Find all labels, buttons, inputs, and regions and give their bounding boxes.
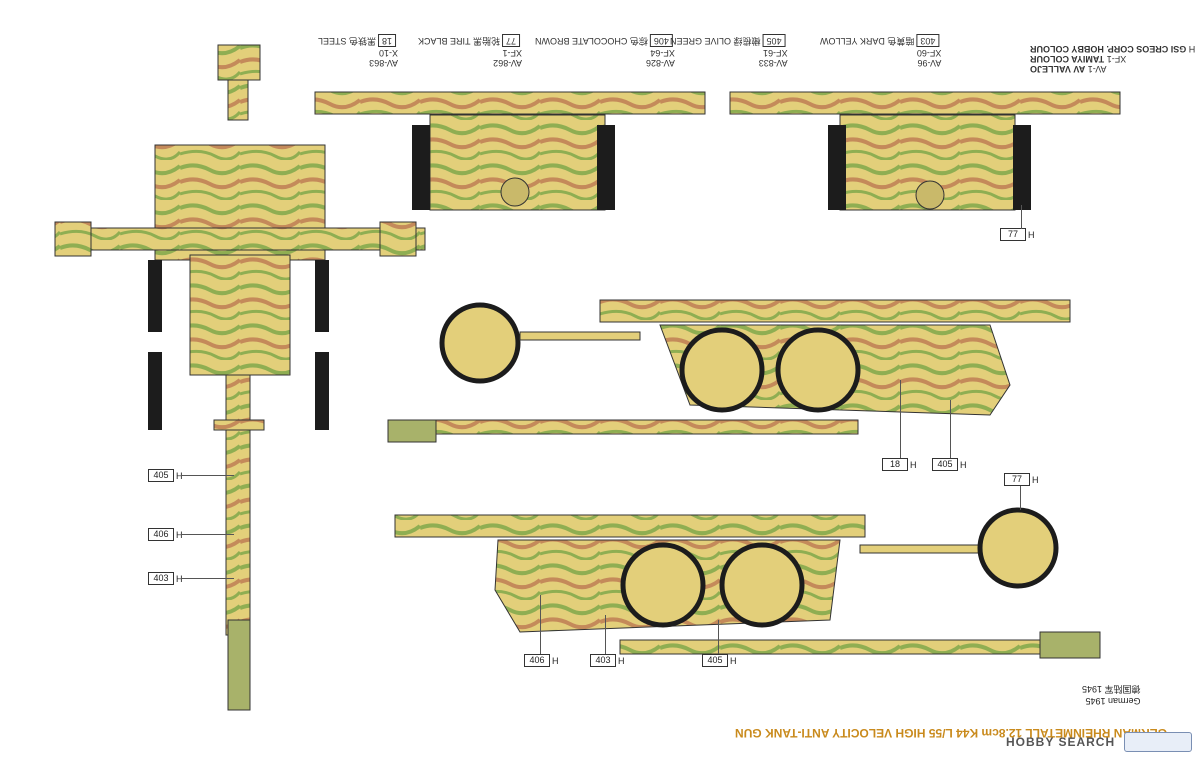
paint-label: 棕色 CHOCOLATE BROWN [535, 36, 648, 46]
xf-code: X-10 [379, 48, 399, 58]
callout-h: H [730, 655, 737, 666]
callout-number: 403 [148, 572, 174, 585]
xf-code: XF-1 [502, 48, 523, 58]
era-subtitle: German 1945 德国陆军 1945 [1082, 683, 1192, 706]
leader-line [605, 615, 606, 654]
callout-number: 77 [1004, 473, 1030, 486]
callout-h: H [960, 459, 967, 470]
brand-legend: AV-1 AV VALLEJO XF-1 TAMIYA COLOUR H GSI… [965, 44, 1195, 74]
callout-number: 77 [1000, 228, 1026, 241]
brand-code: H [1188, 44, 1196, 54]
callout-number: 405 [932, 458, 958, 471]
callout-h: H [1028, 229, 1035, 240]
leader-line [950, 400, 951, 458]
logo-text: HOBBY SEARCH [1006, 735, 1116, 749]
xf-code: XF-60 [916, 48, 942, 58]
callout-h: H [552, 655, 559, 666]
brand-name: TAMIYA COLOUR [1029, 54, 1104, 64]
brand-name: GSI CREOS CORP. HOBBY COLOUR [1029, 44, 1186, 54]
leader-line [182, 578, 234, 579]
av-code: AV-826 [646, 58, 675, 68]
front-view-left-drawing [314, 91, 706, 211]
h-code-box: 405 [762, 34, 786, 47]
leader-line [900, 380, 901, 458]
callout-number: 405 [702, 654, 728, 667]
hobby-search-logo: HOBBY SEARCH [1006, 735, 1115, 749]
paint-entry-77: AV-862 XF-1 77轮胎黑 TIRE BLACK [418, 34, 522, 68]
top-view-drawing [54, 44, 426, 711]
leader-line [540, 595, 541, 654]
paint-entry-18: AV-863 X-10 18黑铁色 STEEL [318, 34, 398, 68]
subtitle-cn: 德国陆军 1945 [1082, 684, 1141, 694]
side-view-lower-drawing [394, 507, 1101, 659]
brand-code: AV-1 [1087, 64, 1107, 74]
leader-line [182, 475, 234, 476]
paint-entry-405: AV-833 XF-61 405橄榄绿 OLIVE GREEN [670, 34, 788, 68]
brand-name: AV VALLEJO [1029, 64, 1085, 74]
callout-number: 406 [524, 654, 550, 667]
subtitle-en: German 1945 [1085, 696, 1141, 706]
av-code: AV-863 [369, 58, 399, 68]
front-view-right-drawing [729, 91, 1121, 211]
callout-h: H [910, 459, 917, 470]
av-code: AV-96 [917, 58, 942, 68]
xf-code: XF-64 [650, 48, 675, 58]
leader-line [1020, 486, 1021, 510]
callout-number: 403 [590, 654, 616, 667]
h-code-box: 403 [916, 34, 940, 47]
leader-line [718, 620, 719, 654]
callout-h: H [176, 573, 183, 584]
xf-code: XF-61 [763, 48, 788, 58]
av-code: AV-833 [758, 58, 788, 68]
side-view-upper-drawing [387, 299, 1071, 443]
logo-badge [1124, 732, 1192, 752]
callout-h: H [176, 529, 183, 540]
h-code-box: 18 [378, 34, 397, 47]
leader-line [1021, 205, 1022, 229]
h-code-box: 406 [649, 34, 673, 47]
h-code-box: 77 [502, 34, 521, 47]
paint-label: 轮胎黑 TIRE BLACK [418, 36, 501, 46]
paint-label: 暗黄色 DARK YELLOW [820, 36, 915, 46]
brand-code: XF-1 [1106, 54, 1126, 64]
callout-number: 405 [148, 469, 174, 482]
callout-number: 18 [882, 458, 908, 471]
callout-number: 406 [148, 528, 174, 541]
paint-entry-406: AV-826 XF-64 406棕色 CHOCOLATE BROWN [535, 34, 675, 68]
av-code: AV-862 [493, 58, 523, 68]
paint-label: 黑铁色 STEEL [318, 36, 377, 46]
paint-label: 橄榄绿 OLIVE GREEN [670, 36, 761, 46]
paint-entry-403: AV-96 XF-60 403暗黄色 DARK YELLOW [820, 34, 941, 68]
callout-h: H [1032, 474, 1039, 485]
leader-line [182, 534, 234, 535]
callout-h: H [176, 470, 183, 481]
callout-h: H [618, 655, 625, 666]
